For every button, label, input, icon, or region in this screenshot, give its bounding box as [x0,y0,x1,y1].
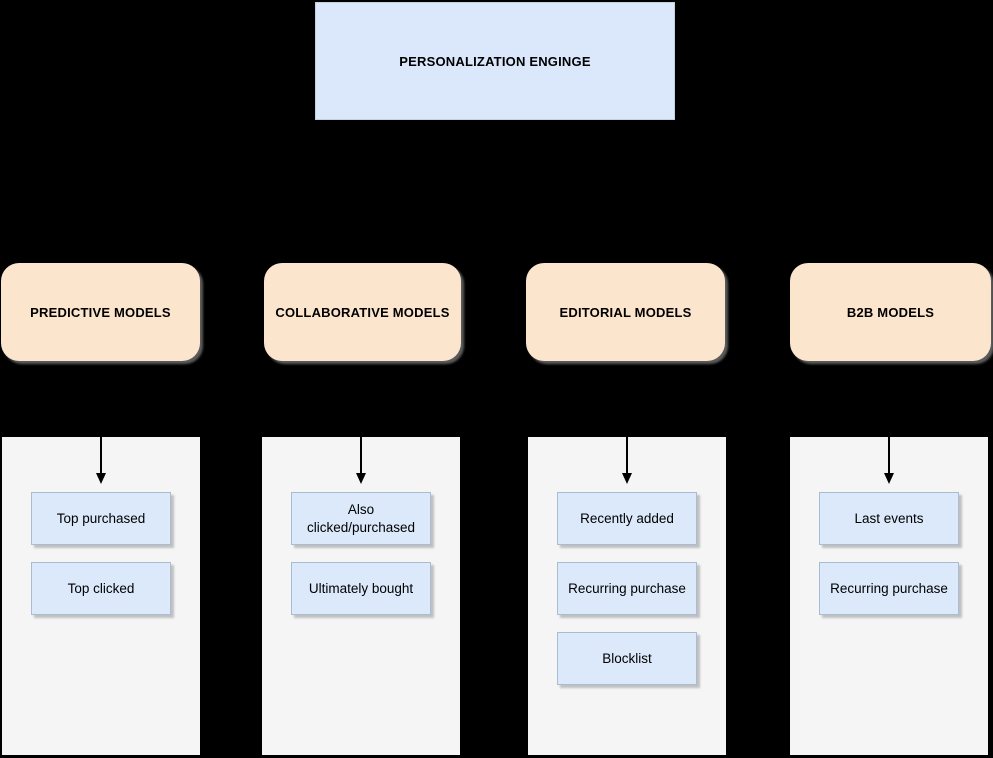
model-node-label-editorial: EDITORIAL MODELS [559,304,692,320]
model-node-predictive: PREDICTIVE MODELS [1,263,200,361]
arrow-line [360,437,362,473]
model-item-label: Top clicked [67,580,135,596]
model-item-label: Recurring purchase [830,580,948,596]
model-item: Blocklist [557,632,697,685]
model-item: Last events [819,492,959,545]
model-item-label: Recently added [580,510,674,526]
model-item-label: Blocklist [602,650,652,666]
model-item: Top purchased [31,492,171,545]
personalization-engine-label: PERSONALIZATION ENGINGE [399,53,591,69]
down-arrow-icon [96,437,106,484]
model-node-collaborative: COLLABORATIVE MODELS [264,263,461,361]
down-arrow-icon [356,437,366,484]
arrow-line [100,437,102,473]
personalization-engine-node: PERSONALIZATION ENGINGE [315,2,675,120]
model-item-label: Also clicked/purchased [306,501,416,535]
arrow-head [356,473,366,484]
arrow-line [626,437,628,473]
model-item-label: Top purchased [56,510,146,526]
model-item-label: Ultimately bought [308,580,414,596]
model-item: Recurring purchase [557,562,697,615]
model-node-label-b2b: B2B MODELS [846,304,935,320]
down-arrow-icon [622,437,632,484]
model-node-label-collaborative: COLLABORATIVE MODELS [275,304,450,320]
model-node-b2b: B2B MODELS [790,263,991,361]
model-node-label-predictive: PREDICTIVE MODELS [30,304,171,320]
model-item: Also clicked/purchased [291,492,431,545]
arrow-line [888,437,890,473]
arrow-head [884,473,894,484]
model-item: Recurring purchase [819,562,959,615]
model-node-editorial: EDITORIAL MODELS [526,263,725,361]
arrow-head [96,473,106,484]
model-item: Top clicked [31,562,171,615]
model-item-label: Last events [854,510,924,526]
down-arrow-icon [884,437,894,484]
arrow-head [622,473,632,484]
model-item: Recently added [557,492,697,545]
model-item: Ultimately bought [291,562,431,615]
model-item-label: Recurring purchase [568,580,686,596]
